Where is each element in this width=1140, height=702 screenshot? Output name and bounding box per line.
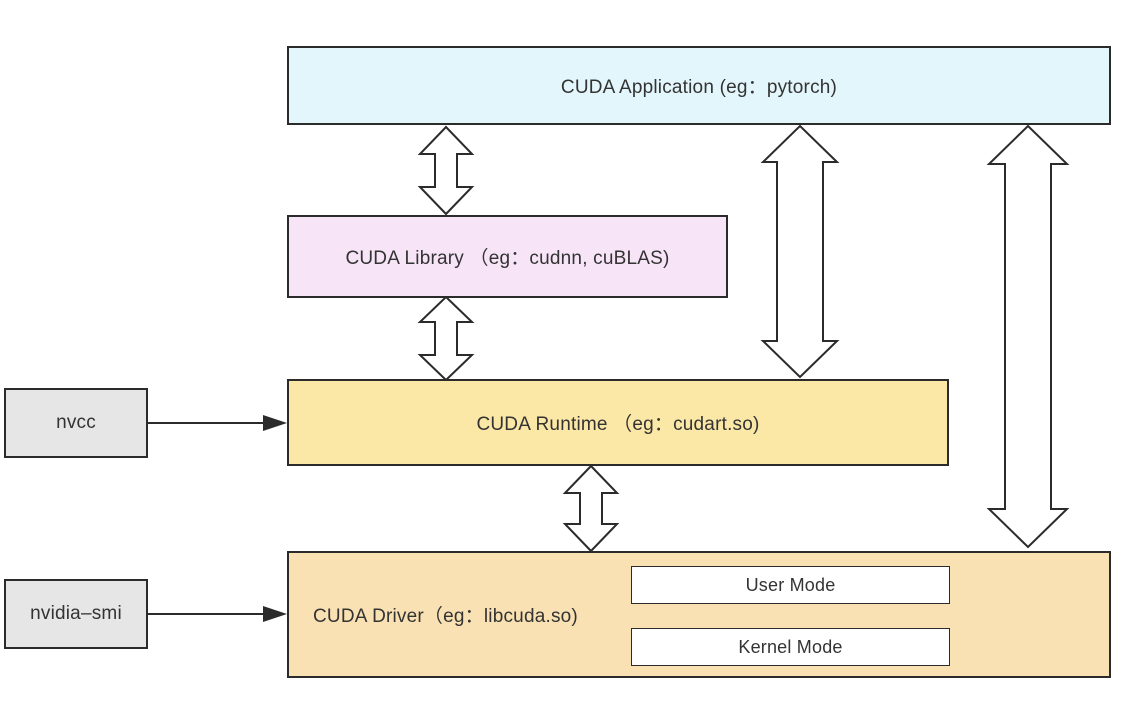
kernel-mode-label: Kernel Mode	[738, 636, 843, 657]
application-to-driver-arrow	[986, 124, 1070, 549]
nvidia-smi-label: nvidia–smi	[30, 603, 122, 624]
cuda-application-label: CUDA Application (eg：pytorch)	[560, 77, 838, 98]
nvcc-to-runtime-arrow	[148, 415, 287, 431]
kernel-mode-box: Kernel Mode	[631, 628, 950, 666]
cuda-application-box: CUDA Application (eg：pytorch)	[287, 46, 1111, 125]
cuda-runtime-box: CUDA Runtime （eg：cudart.so)	[287, 379, 949, 466]
nvcc-box: nvcc	[4, 388, 148, 458]
library-to-runtime-arrow	[417, 295, 475, 382]
application-to-runtime-arrow	[760, 124, 840, 379]
application-to-library-arrow	[417, 125, 475, 216]
cuda-runtime-label: CUDA Runtime （eg：cudart.so)	[476, 414, 760, 435]
user-mode-box: User Mode	[631, 566, 950, 604]
nvidia-smi-box: nvidia–smi	[4, 579, 148, 649]
runtime-to-driver-arrow	[562, 464, 620, 553]
nvcc-label: nvcc	[56, 412, 96, 433]
nvidia-smi-to-driver-arrow	[148, 606, 287, 622]
cuda-library-box: CUDA Library （eg：cudnn, cuBLAS)	[287, 215, 728, 298]
cuda-library-label: CUDA Library （eg：cudnn, cuBLAS)	[345, 248, 670, 269]
user-mode-label: User Mode	[745, 574, 836, 595]
cuda-driver-label: CUDA Driver（eg：libcuda.so)	[313, 606, 578, 627]
